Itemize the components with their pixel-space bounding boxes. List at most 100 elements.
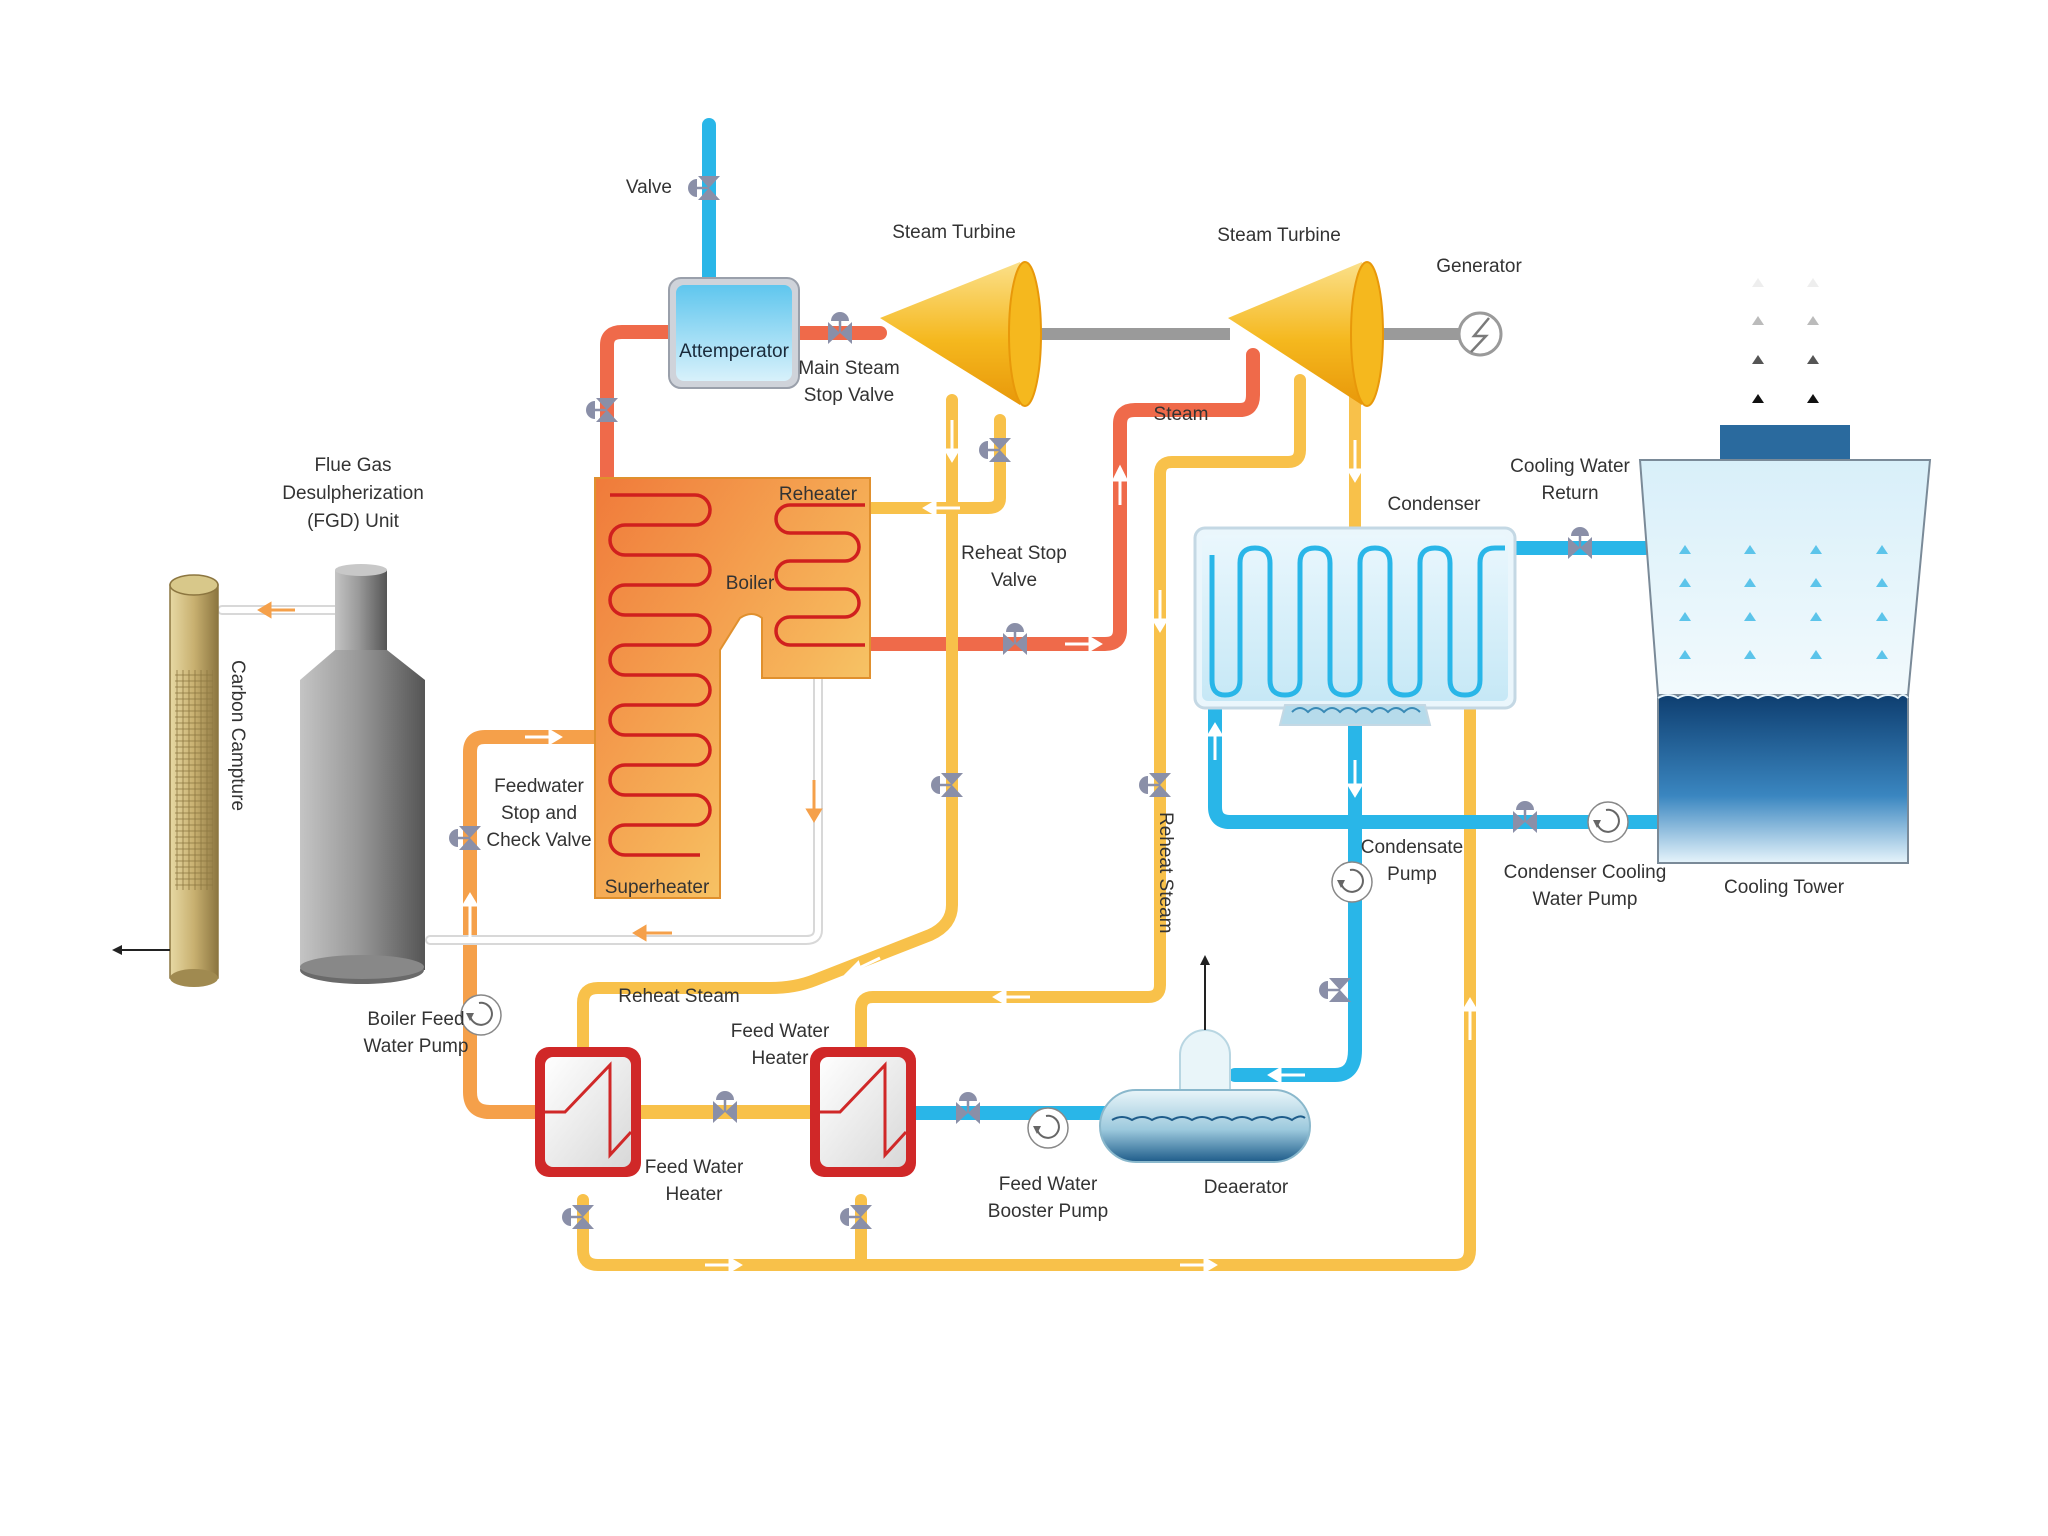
flow-arrow-icon: [525, 728, 563, 746]
valve-label: Valve: [626, 177, 672, 198]
steam-turbine-lp-label: Steam Turbine: [1217, 225, 1341, 246]
steam-turbine-hp-label: Steam Turbine: [892, 222, 1016, 243]
pump-icon: [460, 994, 502, 1036]
flow-arrow-icon: [1206, 722, 1224, 760]
generator-label: Generator: [1436, 256, 1522, 277]
feed-water-heater-top-label-2: Heater: [751, 1048, 809, 1069]
condenser-cooling-water-pump: [1587, 801, 1629, 843]
pipe-condensate: [1228, 713, 1362, 1082]
feed-water-heater-top-label-1: Feed Water: [731, 1021, 830, 1042]
feedwater-valve-label-1: Feedwater: [494, 776, 584, 797]
deaerator: [1099, 955, 1311, 1163]
flow-arrows-tan: [257, 601, 823, 942]
boiler-feed-water-pump: [460, 994, 502, 1036]
deaerator-label: Deaerator: [1204, 1177, 1289, 1198]
pipe-hp-extraction: [577, 394, 958, 1056]
flow-arrow-icon: [1111, 464, 1129, 505]
flow-arrow-icon: [1065, 635, 1103, 653]
cooling-tower: [1638, 278, 1932, 864]
feed-water-heater-bottom-label-1: Feed Water: [645, 1157, 744, 1178]
pipe-reheat-steam-hot: [861, 348, 1260, 651]
generator-icon: [1457, 311, 1503, 357]
flow-arrow-icon: [1346, 440, 1364, 483]
boiler-feed-pump-label-1: Boiler Feed: [367, 1009, 464, 1030]
pumps: [460, 801, 1629, 1149]
flow-arrow-icon: [1180, 1256, 1218, 1274]
superheater-label: Superheater: [605, 877, 710, 898]
valve-icon: [929, 771, 965, 799]
feed-water-heater-right: [810, 1047, 916, 1177]
condenser-label: Condenser: [1388, 494, 1482, 515]
pump-icon: [1027, 1107, 1069, 1149]
steam-turbine-lp: [1228, 261, 1384, 407]
feed-water-heater-bottom-label-2: Heater: [665, 1184, 723, 1205]
reheater-coil: [774, 503, 865, 647]
flow-arrow-icon: [843, 956, 881, 978]
superheater-coil: [608, 493, 712, 857]
valve-icon: [1137, 771, 1173, 799]
carbon-capture-column: [112, 574, 219, 987]
pump-icon: [1331, 861, 1373, 903]
pipe-main-steam: [600, 325, 679, 485]
vent-arrow-icon: [1200, 955, 1210, 1030]
fgd-label-2: Desulpherization: [282, 483, 424, 504]
condenser: [1193, 526, 1517, 726]
cooling-water-return-label-1: Cooling Water: [1510, 456, 1630, 477]
flow-arrows: [461, 420, 1479, 1274]
feed-water-heater-left: [535, 1047, 641, 1177]
flow-arrow-icon: [461, 892, 479, 940]
flow-arrow-icon: [1151, 590, 1169, 633]
flow-arrow-icon: [922, 499, 960, 517]
labels: Valve Main Steam Stop Valve Steam Turbin…: [227, 177, 1845, 1222]
boiler-label: Boiler: [726, 573, 775, 594]
steam-label: Steam: [1154, 404, 1209, 425]
cooling-droplets: [1679, 545, 1888, 659]
reheat-steam-horizontal-label: Reheat Steam: [618, 986, 739, 1007]
feedwater-valve-label-3: Check Valve: [486, 830, 591, 851]
flow-arrow-icon: [992, 988, 1030, 1006]
feedwater-valve-label-2: Stop and: [501, 803, 577, 824]
reheat-steam-vertical-label: Reheat Steam: [1155, 812, 1176, 933]
valve-icon: [1317, 976, 1353, 1004]
reheat-stop-valve-label-1: Reheat Stop: [961, 543, 1067, 564]
flow-arrow-icon: [705, 1256, 743, 1274]
flow-arrow-icon: [257, 601, 295, 619]
feed-water-booster-pump-label-2: Booster Pump: [988, 1201, 1108, 1222]
flow-arrow-icon: [1346, 760, 1364, 798]
exhaust-arrow-icon: [112, 945, 170, 955]
main-steam-stop-valve-label-2: Stop Valve: [804, 385, 894, 406]
fgd-label-3: (FGD) Unit: [307, 511, 400, 532]
valve-icon: [977, 436, 1013, 464]
condenser-tubes: [1209, 545, 1505, 698]
boiler: [594, 477, 871, 899]
condensate-pump-label-2: Pump: [1387, 864, 1437, 885]
reheat-stop-valve-label-2: Valve: [991, 570, 1037, 591]
flow-arrow-icon: [943, 420, 961, 463]
cooling-tower-label: Cooling Tower: [1724, 877, 1845, 898]
fgd-label-1: Flue Gas: [314, 455, 391, 476]
pipe-drain-return: [577, 704, 1476, 1271]
condensate-pump-label-1: Condensate: [1361, 837, 1463, 858]
attemperator: Attemperator: [668, 277, 800, 389]
pipe-flue-gas-2: [427, 675, 821, 943]
turbine-shaft: [1025, 328, 1462, 340]
pump-icon: [1587, 801, 1629, 843]
reheater-label: Reheater: [779, 484, 858, 505]
flow-arrow-icon: [805, 780, 823, 823]
attemperator-label: Attemperator: [679, 341, 789, 362]
pipe-lp-extraction: [855, 374, 1306, 1056]
pipes: [217, 118, 1667, 1271]
condenser-cooling-pump-label-2: Water Pump: [1533, 889, 1638, 910]
feed-water-booster-pump-label-1: Feed Water: [999, 1174, 1098, 1195]
condenser-cooling-pump-label-1: Condenser Cooling: [1504, 862, 1667, 883]
steam-turbine-hp: [880, 261, 1042, 407]
carbon-capture-label: Carbon Campture: [227, 660, 248, 811]
valve-icon: [560, 1203, 596, 1231]
pipe-cooling-supply: [1208, 703, 1667, 829]
feed-water-booster-pump: [1027, 1107, 1069, 1149]
main-steam-stop-valve-label-1: Main Steam: [798, 358, 899, 379]
flow-arrow-icon: [1267, 1066, 1305, 1084]
boiler-feed-pump-label-2: Water Pump: [364, 1036, 469, 1057]
steam-plume: [1752, 278, 1819, 403]
